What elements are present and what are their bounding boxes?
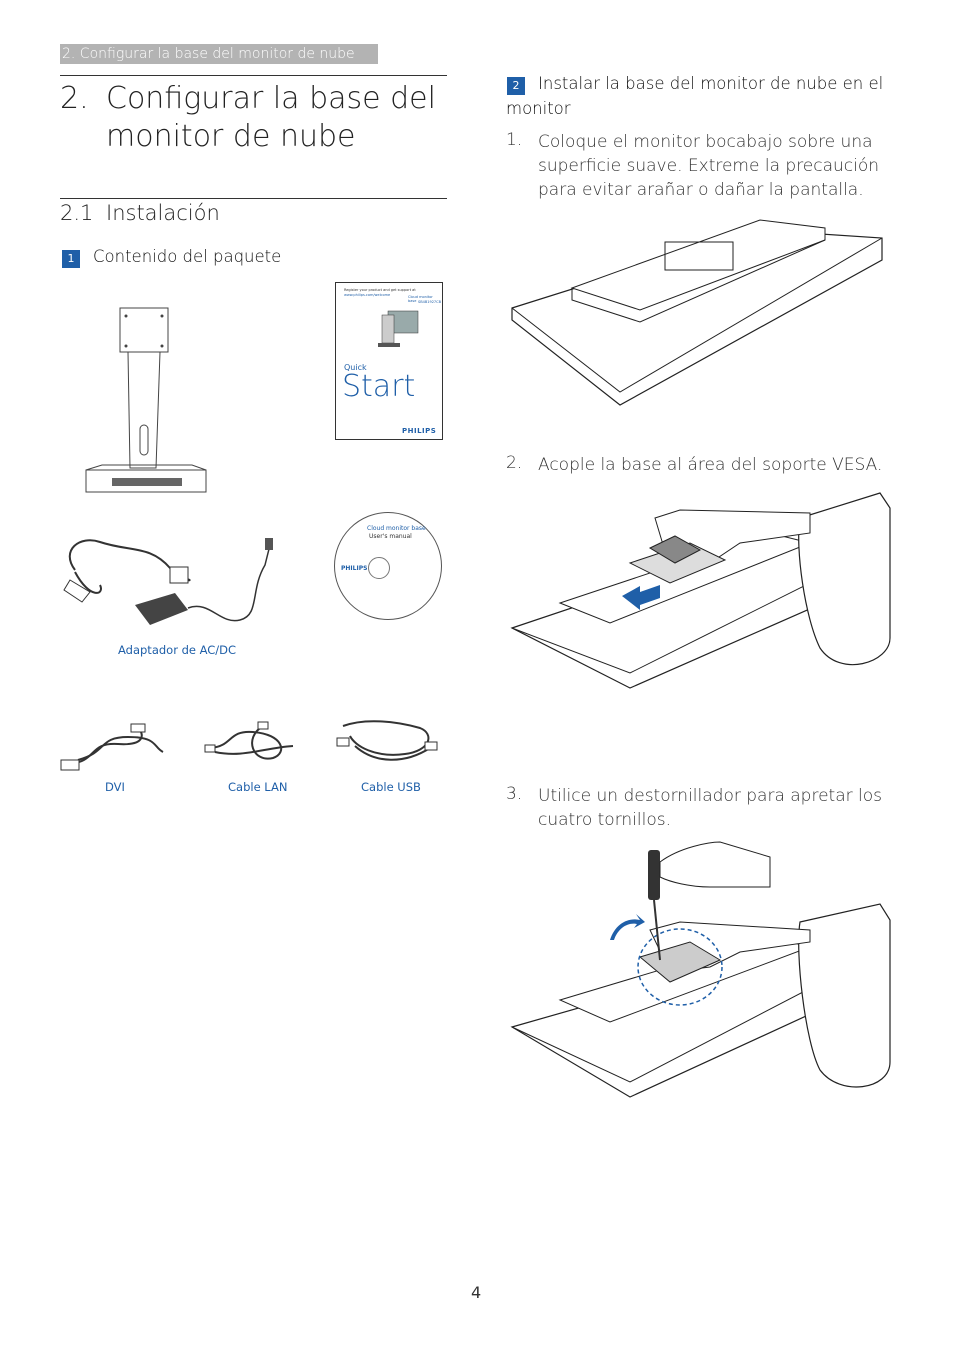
- chapter-number: 2.: [60, 81, 89, 116]
- step1-line2: superficie suave. Extreme la precaución: [538, 156, 880, 176]
- package-title: Contenido del paquete: [93, 247, 282, 266]
- step2-text: Acople la base al área del soporte VESA.: [538, 455, 883, 475]
- stand-illustration: [85, 307, 207, 493]
- step3-line1: Utilice un destornillador para apretar l…: [538, 786, 883, 806]
- breadcrumb: 2. Configurar la base del monitor de nub…: [60, 44, 378, 64]
- chapter-title-line2: monitor de nube: [106, 119, 356, 154]
- quickstart-monitor-image: [378, 310, 419, 347]
- step3-line2: cuatro tornillos.: [538, 810, 671, 830]
- step3-text: Utilice un destornillador para apretar l…: [538, 784, 882, 832]
- section-title: Instalación: [106, 201, 220, 225]
- install-title-line1: Instalar la base del monitor de nube en …: [538, 74, 884, 93]
- usb-cable-illustration: [336, 720, 438, 761]
- section-number: 2.1: [60, 201, 94, 225]
- chapter-top-rule: [60, 75, 447, 76]
- quickstart-brand: PHILIPS: [402, 427, 437, 435]
- cd-brand: PHILIPS: [341, 565, 368, 572]
- power-adapter-illustration: [63, 538, 273, 625]
- dvi-cable-illustration: [60, 723, 164, 771]
- step1-line3: para evitar arañar o dañar la pantalla.: [538, 180, 864, 200]
- install-title-line2: monitor: [506, 99, 571, 118]
- quickstart-model: SB4B1927CB: [418, 300, 442, 304]
- step1-line1: Coloque el monitor bocabajo sobre una: [538, 132, 873, 152]
- usb-caption: Cable USB: [361, 780, 421, 794]
- install-badge: 2: [507, 77, 525, 95]
- quick-start-booklet: Register your product and get support at…: [335, 282, 443, 440]
- cd-disc: Cloud monitor base User's manual PHILIPS: [334, 512, 442, 620]
- monitor-facedown-illustration: [511, 219, 883, 406]
- screwdriver-illustration: [510, 841, 891, 1098]
- package-badge: 1: [62, 250, 80, 268]
- adapter-caption: Adaptador de AC/DC: [118, 643, 237, 657]
- step2-number: 2.: [506, 453, 523, 473]
- lan-caption: Cable LAN: [228, 780, 288, 794]
- quickstart-quick: Quick: [344, 363, 367, 372]
- quickstart-small-line2: www.philips.com/welcome: [344, 293, 391, 297]
- chapter-title-line1: Configurar la base del: [106, 81, 436, 116]
- lan-cable-illustration: [204, 721, 294, 760]
- step1-number: 1.: [506, 130, 523, 150]
- step3-number: 3.: [506, 784, 523, 804]
- quickstart-small-line1: Register your product and get support at: [344, 288, 416, 292]
- cd-subtitle: User's manual: [369, 533, 412, 540]
- quickstart-start: Start: [342, 369, 416, 404]
- step1-text: Coloque el monitor bocabajo sobre una su…: [538, 130, 879, 202]
- cd-hole: [368, 557, 390, 579]
- page-number: 4: [471, 1283, 482, 1302]
- section-rule: [60, 198, 447, 199]
- quickstart-product: Cloud monitor base: [408, 295, 433, 303]
- cd-title: Cloud monitor base: [367, 525, 426, 532]
- attach-base-illustration: [510, 492, 891, 689]
- dvi-caption: DVI: [105, 780, 125, 794]
